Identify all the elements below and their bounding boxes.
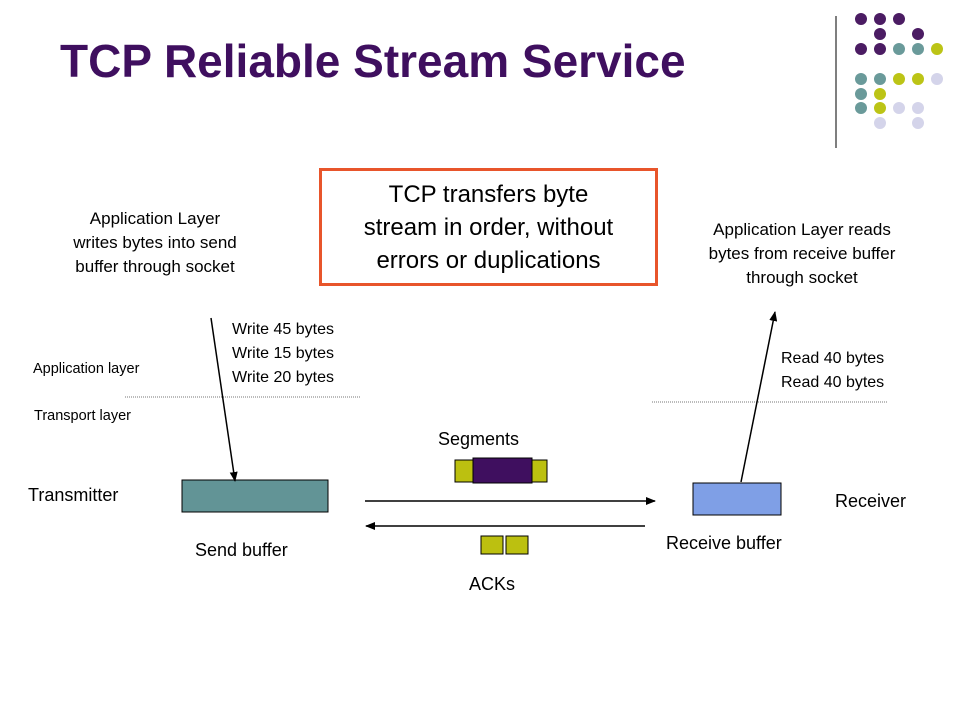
callout-line-3: errors or duplications [376,247,601,274]
send-buffer [181,479,329,513]
send-buffer-label: Send buffer [195,540,288,560]
transport-layer-label: Transport layer [34,408,131,424]
write-op: Write 15 bytes [232,345,334,362]
segments-label: Segments [438,429,520,449]
acks-label: ACKs [469,574,516,594]
read-op: Read 40 bytes [781,374,885,391]
transmitter-label: Transmitter [28,485,119,505]
receiver-label: Receiver [835,491,907,511]
write-arrow [210,317,238,482]
receive-buffer [692,482,782,516]
write-operations: Write 45 bytes Write 15 bytes Write 20 b… [232,318,334,390]
write-op: Write 20 bytes [232,369,334,386]
segment-block [454,457,548,484]
left-app-line-1: Application Layer [89,209,221,228]
write-op: Write 45 bytes [232,321,334,338]
callout-box: TCP transfers byte stream in order, with… [319,168,658,286]
decorative-dot-grid [855,13,943,129]
left-app-line-3: buffer through socket [75,257,235,276]
callout-line-2: stream in order, without [363,214,614,241]
receive-buffer-label: Receive buffer [666,533,782,553]
read-op: Read 40 bytes [781,350,885,367]
left-app-line-2: writes bytes into send [73,233,237,252]
right-app-line-1: Application Layer reads [713,220,891,239]
right-app-line-3: through socket [746,268,858,287]
read-arrow [740,311,778,483]
right-app-description: Application Layer reads bytes from recei… [662,218,942,290]
application-layer-label: Application layer [33,361,140,377]
ack-blocks [480,535,529,555]
page-title: TCP Reliable Stream Service [60,35,686,87]
left-app-description: Application Layer writes bytes into send… [30,207,280,279]
read-operations: Read 40 bytes Read 40 bytes [781,347,884,395]
callout-line-1: TCP transfers byte [388,181,589,208]
right-app-line-2: bytes from receive buffer [708,244,896,263]
